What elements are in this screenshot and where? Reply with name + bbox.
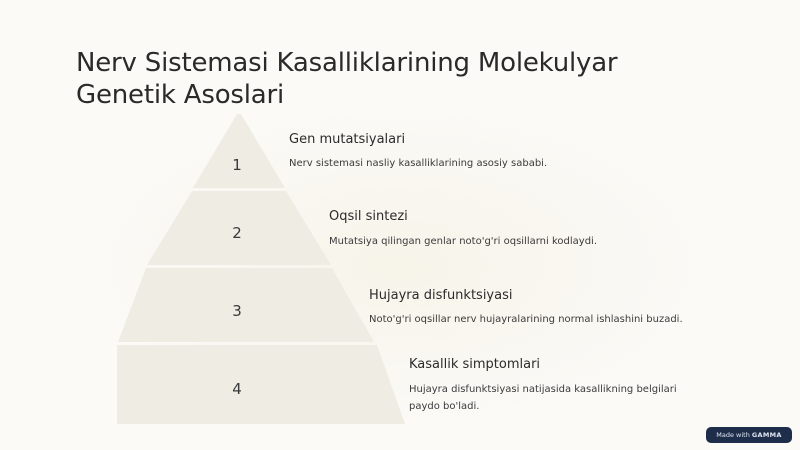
pyramid-tier-3 <box>118 268 374 342</box>
gamma-logo: GAMMA <box>751 431 782 439</box>
pyramid-tier-1 <box>193 114 285 188</box>
pyramid-tier-4 <box>117 345 405 424</box>
badge-prefix: Made with <box>716 431 752 439</box>
step-number: 1 <box>232 156 242 174</box>
pyramid-diagram <box>117 114 405 424</box>
step-title: Oqsil sintezi <box>329 209 408 224</box>
slide-title: Nerv Sistemasi Kasalliklarining Molekuly… <box>76 48 618 111</box>
step-title: Hujayra disfunktsiyasi <box>369 288 513 303</box>
step-description: Nerv sistemasi nasliy kasalliklarining a… <box>289 158 548 169</box>
step-title: Gen mutatsiyalari <box>289 132 406 147</box>
step-number: 3 <box>232 302 242 320</box>
step-description: Noto'g'ri oqsillar nerv hujayralarining … <box>369 314 683 325</box>
pyramid-tier-2 <box>147 191 331 265</box>
made-with-gamma-badge[interactable]: Made with GAMMA <box>706 427 792 443</box>
step-title: Kasallik simptomlari <box>409 357 541 372</box>
step-number: 4 <box>232 380 242 398</box>
step-description: Hujayra disfunktsiyasi natijasida kasall… <box>409 384 677 412</box>
step-description: Mutatsiya qilingan genlar noto'g'ri oqsi… <box>329 236 598 247</box>
step-number: 2 <box>232 224 242 242</box>
